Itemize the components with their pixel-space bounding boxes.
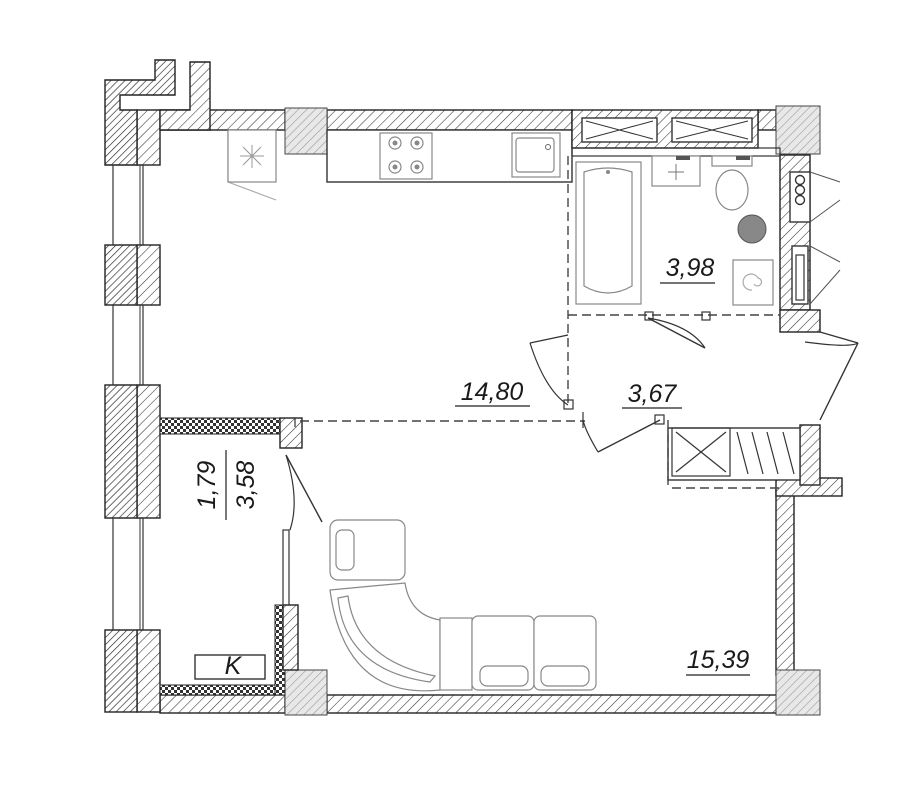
washbasin [651, 155, 701, 187]
storage-label: K [225, 652, 243, 680]
loggia [159, 417, 323, 696]
loggia-area-label: 1,79 [193, 461, 221, 510]
entrance-door [804, 331, 859, 421]
bathtub [575, 161, 642, 305]
kitchen-counter [326, 129, 573, 183]
hall-door-left [529, 334, 574, 410]
bathroom-walls [571, 109, 781, 157]
washing-machine [732, 214, 774, 306]
left-windows [112, 164, 144, 631]
riser-panel [789, 171, 841, 305]
facade-panels [104, 244, 138, 713]
room-area-label: 15,39 [687, 646, 750, 674]
bathroom-door [644, 311, 711, 349]
bathroom-area-label: 3,98 [666, 254, 715, 282]
kitchen-living-area-label: 14,80 [461, 378, 524, 406]
wardrobe [667, 420, 821, 490]
structural-columns [284, 105, 821, 716]
room-door [582, 414, 665, 453]
sofa [329, 519, 597, 692]
loggia-reduced-area-label: 3,58 [232, 461, 260, 510]
toilet [711, 155, 753, 211]
fridge [227, 129, 277, 201]
hall-area-label: 3,67 [628, 380, 678, 408]
